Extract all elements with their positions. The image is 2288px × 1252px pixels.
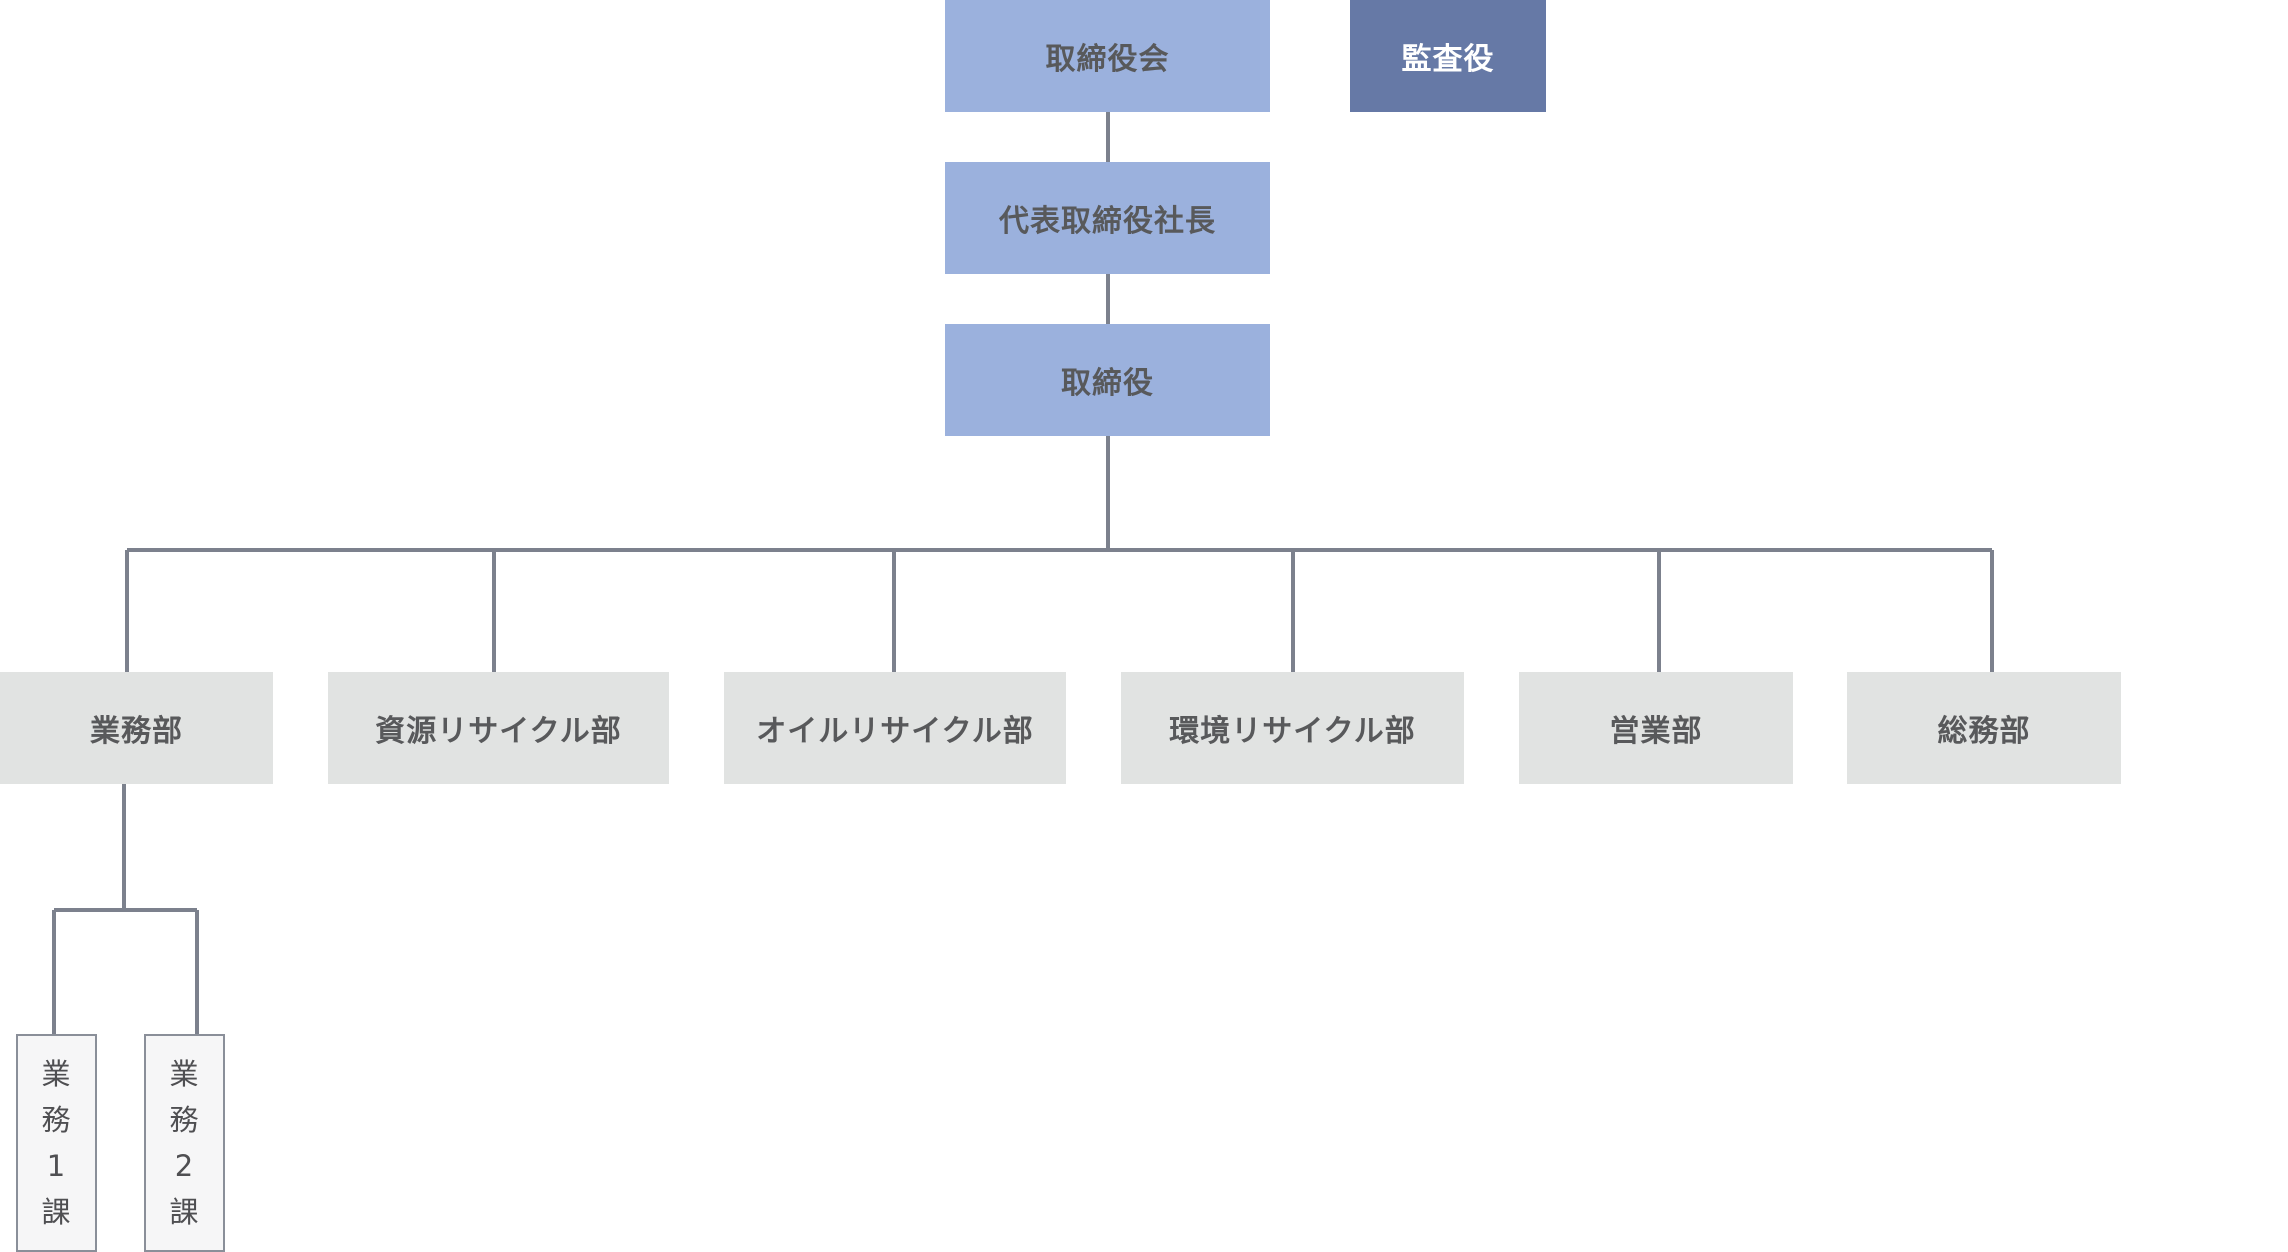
section-2-char-3: 2 [174,1149,195,1183]
president-box: 代表取締役社長 [945,162,1270,274]
section-gyomu-2-box: 業 務 2 課 [144,1034,225,1252]
section-gyomu-1-box: 業 務 1 課 [16,1034,97,1252]
section-2-char-4: 課 [169,1195,200,1229]
section-1-char-1: 業 [41,1057,72,1091]
department-resource-recycle-box: 資源リサイクル部 [328,672,669,784]
section-1-char-4: 課 [41,1195,72,1229]
section-1-char-3: 1 [46,1149,67,1183]
section-2-char-2: 務 [169,1103,200,1137]
auditor-box: 監査役 [1350,0,1546,112]
department-general-affairs-box: 総務部 [1847,672,2121,784]
section-1-char-2: 務 [41,1103,72,1137]
department-gyomu-box: 業務部 [0,672,273,784]
department-environment-recycle-box: 環境リサイクル部 [1121,672,1464,784]
directors-box: 取締役 [945,324,1270,436]
section-2-char-1: 業 [169,1057,200,1091]
department-sales-box: 営業部 [1519,672,1793,784]
department-oil-recycle-box: オイルリサイクル部 [724,672,1066,784]
board-of-directors-box: 取締役会 [945,0,1270,112]
